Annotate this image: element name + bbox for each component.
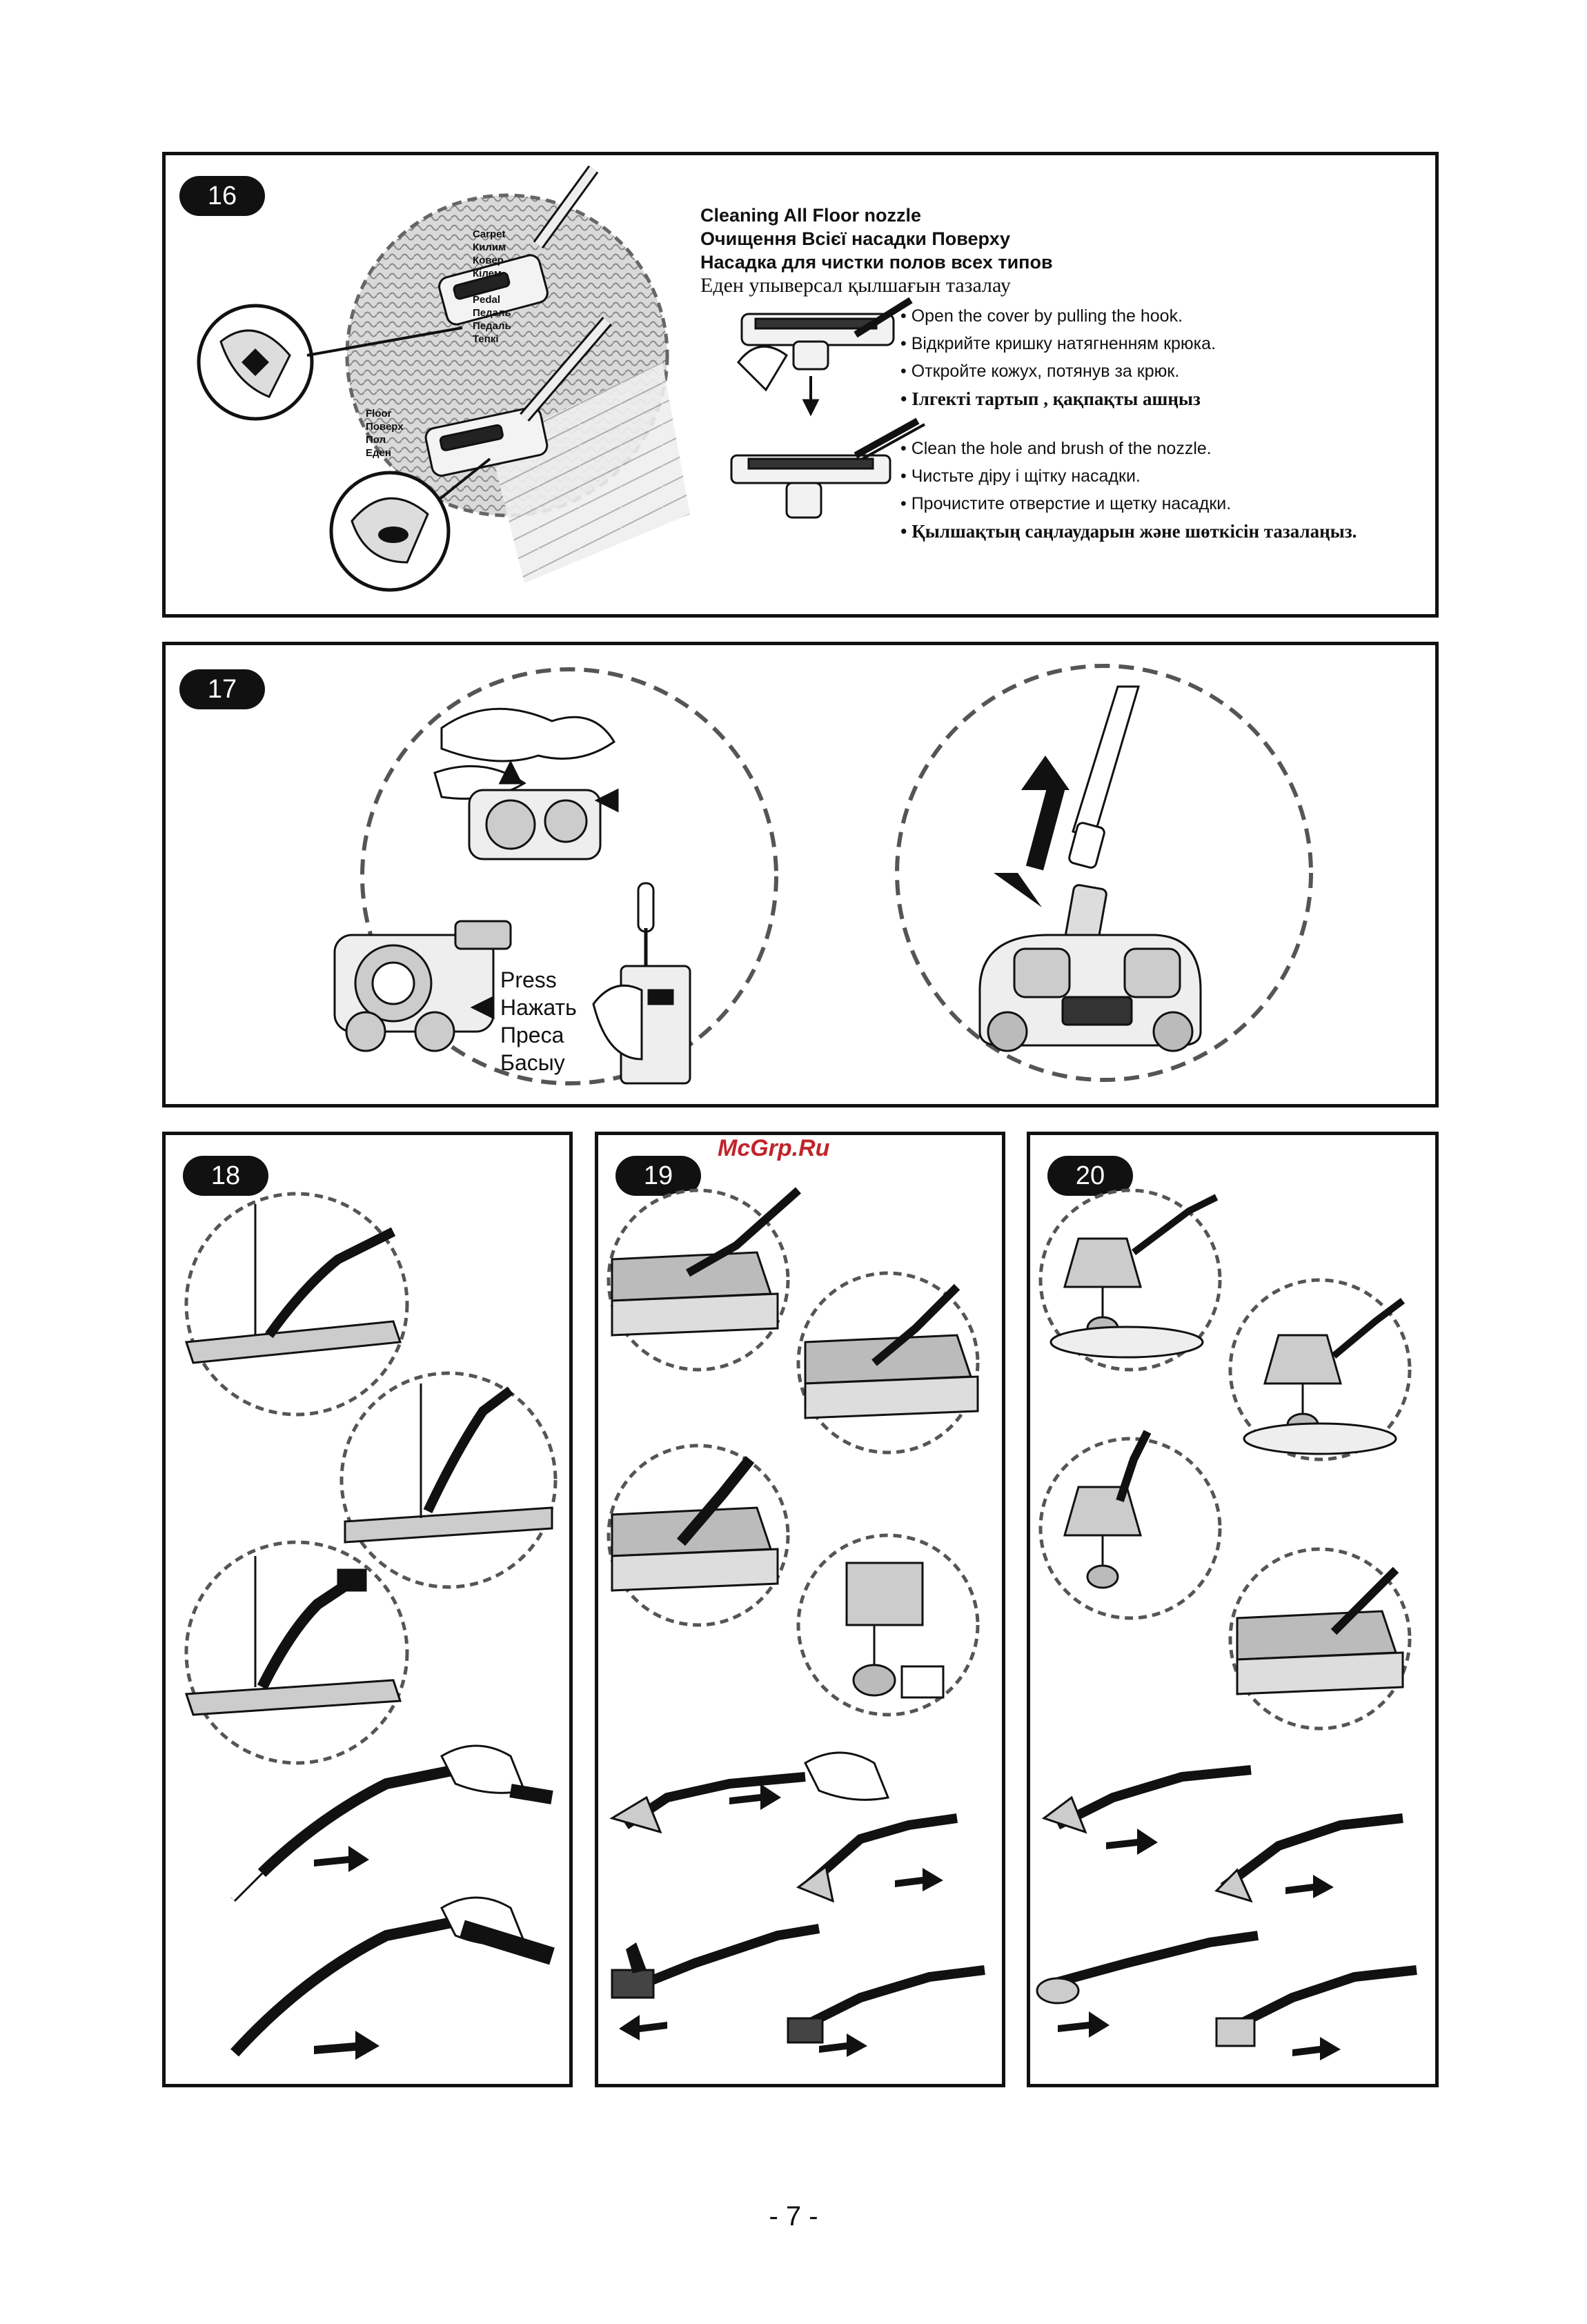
nozzle-steps-diagram <box>730 297 925 519</box>
page-number: - 7 - <box>769 2201 818 2232</box>
carpet-label-group: Carpet Килим Ковер Кілем <box>473 228 506 279</box>
upholstery-tool-illustration <box>607 1187 985 2057</box>
instructions-title: Cleaning All Floor nozzle Очищення Всієї… <box>700 204 1053 297</box>
crevice-tool-illustration <box>184 1192 558 2060</box>
panel-step-19: 19 <box>595 1132 1005 2087</box>
bullet-line: • Відкрийте кришку натягненням крюка. <box>900 334 1216 353</box>
watermark: McGrp.Ru <box>718 1135 830 1161</box>
floor-nozzle <box>424 317 612 477</box>
turbo-brush-illustration <box>333 664 1313 1085</box>
panel-step-17: 17 <box>162 642 1439 1107</box>
bullet-line: • Clean the hole and brush of the nozzle… <box>900 439 1212 458</box>
panel-step-18: 18 <box>162 1132 573 2087</box>
step-number-badge: 17 <box>179 669 265 709</box>
pedal-label-group: Pedal Педаль Педаль Тепкі <box>473 294 511 345</box>
step-number-badge: 16 <box>179 176 265 216</box>
step-number-badge: 20 <box>1047 1156 1133 1196</box>
step-number-badge: 18 <box>183 1156 268 1196</box>
bullet-line: • Қылшақтың саңлаударын жəне шөткісін та… <box>900 521 1357 542</box>
carpet-nozzle <box>438 165 599 326</box>
bullet-line: • Прочистите отверстие и щетку насадки. <box>900 494 1232 513</box>
title-ukrainian: Очищення Всієї насадки Поверху <box>700 228 1011 249</box>
title-english: Cleaning All Floor nozzle <box>700 205 922 226</box>
bullet-line: • Чистьте діру і щітку насадки. <box>900 466 1141 486</box>
step-number-badge: 19 <box>615 1156 701 1196</box>
title-russian: Насадка для чистки полов всех типов <box>700 252 1053 273</box>
bullet-line: • Ілгекті тартып , қақпақты ашңыз <box>900 388 1201 409</box>
bullet-line: • Откройте кожух, потянув за крюк. <box>900 362 1180 381</box>
title-kazakh: Еден упыверсал қылшағын тазалау <box>700 274 1011 297</box>
dusting-brush-illustration <box>1036 1188 1417 2060</box>
floor-label-group: Floor Поверх Пол Еден <box>366 408 404 459</box>
bullet-group-open-cover: • Open the cover by pulling the hook. • … <box>900 302 1216 413</box>
bullet-line: • Open the cover by pulling the hook. <box>900 306 1183 326</box>
floor-nozzle-illustration <box>197 165 690 592</box>
bullet-group-clean-nozzle: • Clean the hole and brush of the nozzle… <box>900 435 1357 545</box>
panel-step-16: 16 <box>162 152 1439 618</box>
panel-step-20: 20 <box>1027 1132 1439 2087</box>
press-label-group: Press Нажать Преса Басыу <box>500 967 577 1075</box>
